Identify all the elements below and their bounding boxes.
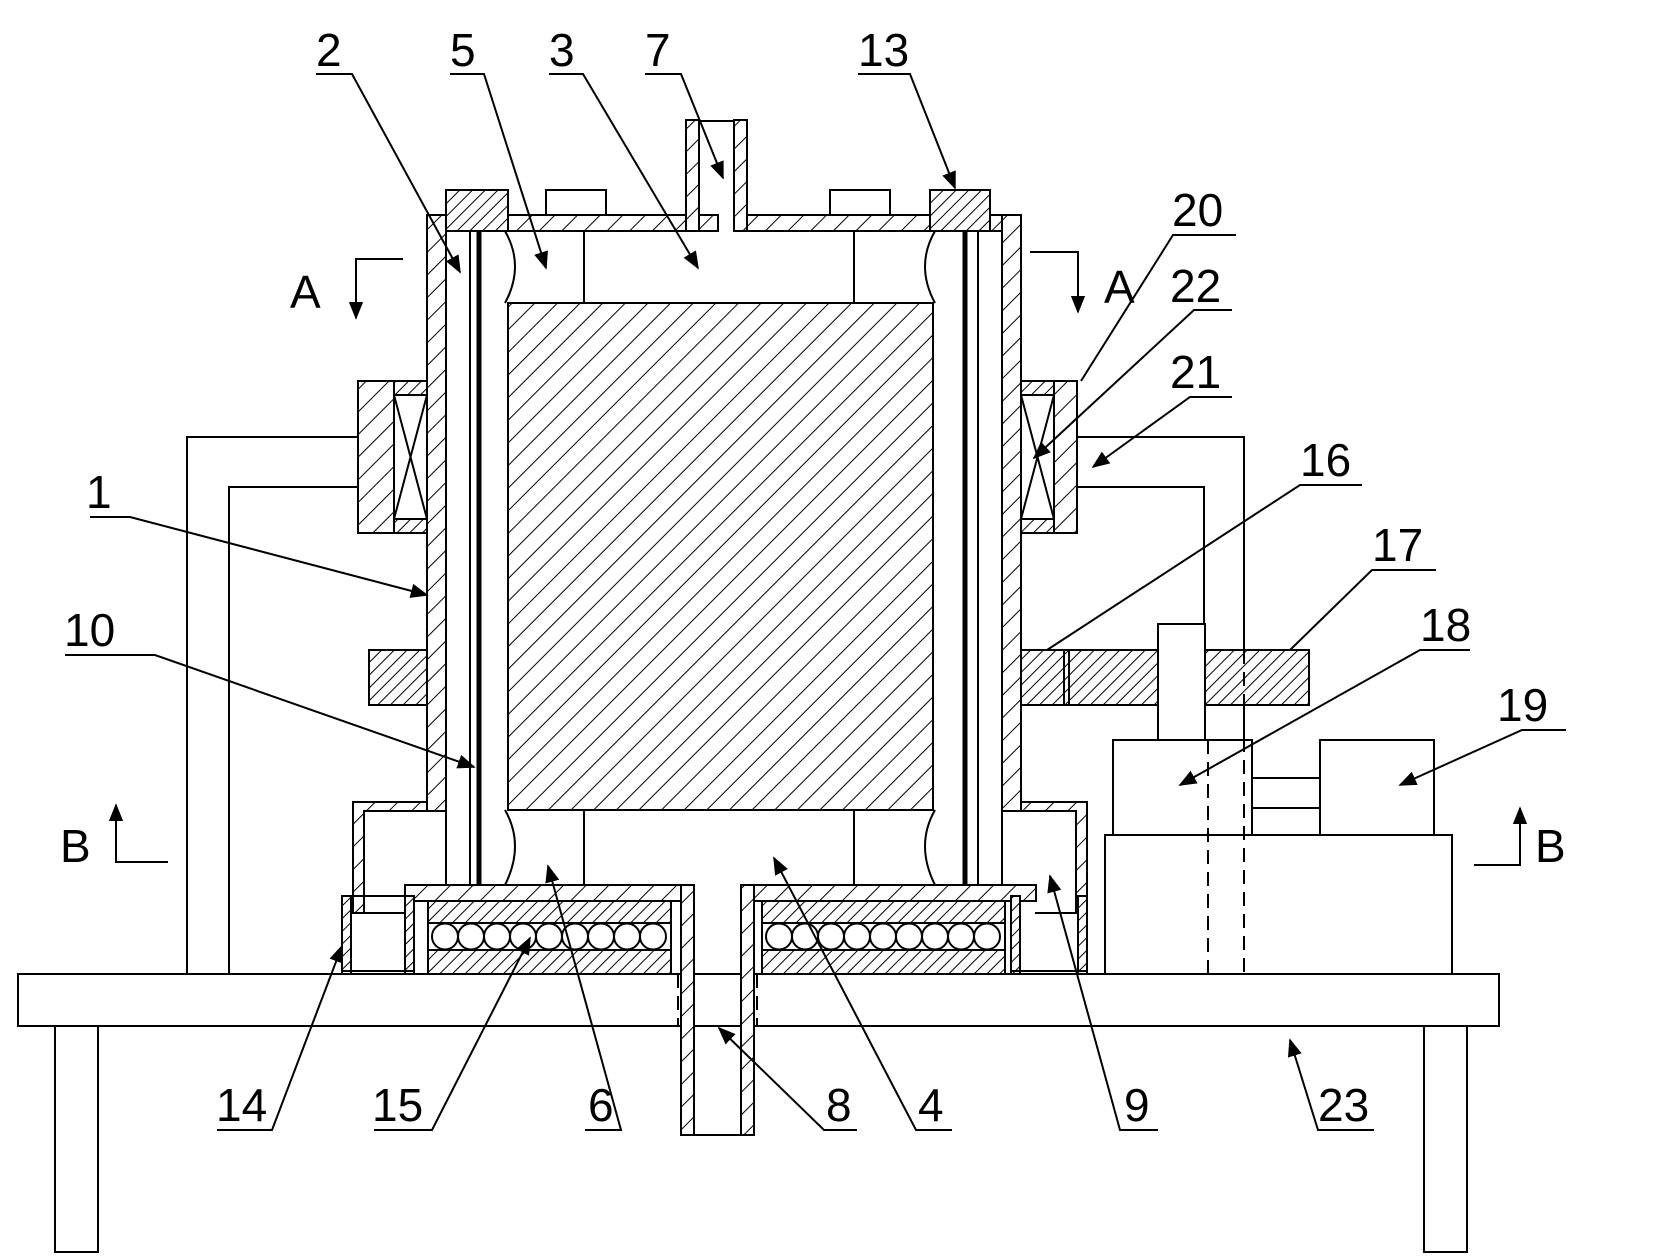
- bottom-plate: [404, 884, 1037, 1136]
- base-table: [17, 973, 1500, 1253]
- label-18: 18: [1420, 599, 1471, 651]
- leaders: [65, 73, 1566, 1131]
- label-15: 15: [372, 1079, 423, 1131]
- bearing-right: [761, 900, 1006, 975]
- bearing-ball: [817, 922, 845, 951]
- label-8: 8: [826, 1079, 852, 1131]
- section-a-left: A: [290, 266, 321, 318]
- bearing-ball: [869, 922, 897, 951]
- label-22: 22: [1170, 260, 1221, 312]
- core-block: [507, 302, 934, 811]
- bearing-ball: [483, 922, 511, 951]
- label-1: 1: [86, 466, 112, 518]
- bearing-ball: [947, 922, 975, 951]
- section-b-right: B: [1535, 820, 1566, 872]
- part-labels: 2 5 3 7 13 20 22 21 16 17 18 19 1 10 14 …: [64, 24, 1548, 1131]
- label-10: 10: [64, 604, 115, 656]
- label-19: 19: [1497, 679, 1548, 731]
- label-14: 14: [216, 1079, 267, 1131]
- label-13: 13: [858, 24, 909, 76]
- bearing-left: [427, 900, 672, 975]
- label-2: 2: [316, 24, 342, 76]
- label-20: 20: [1172, 184, 1223, 236]
- bearing-ball: [895, 922, 923, 951]
- magnet-coil-right: [1020, 380, 1078, 534]
- label-21: 21: [1170, 346, 1221, 398]
- label-3: 3: [549, 24, 575, 76]
- section-a-right: A: [1104, 261, 1135, 313]
- label-17: 17: [1372, 519, 1423, 571]
- magnet-coil-left: [357, 380, 428, 534]
- label-4: 4: [918, 1079, 944, 1131]
- bearing-ball: [973, 922, 1001, 951]
- label-16: 16: [1300, 434, 1351, 486]
- label-7: 7: [645, 24, 671, 76]
- bearing-ball: [613, 922, 641, 951]
- inner-liners: [445, 230, 1003, 886]
- label-6: 6: [588, 1079, 614, 1131]
- label-5: 5: [450, 24, 476, 76]
- bearing-ball: [921, 922, 949, 951]
- motor-assembly: [1104, 623, 1453, 975]
- bearing-ball: [535, 922, 563, 951]
- label-23: 23: [1318, 1079, 1369, 1131]
- bearing-ball: [509, 922, 537, 951]
- section-b-left: B: [60, 820, 91, 872]
- label-9: 9: [1124, 1079, 1150, 1131]
- bearing-ball: [587, 922, 615, 951]
- bearing-ball: [457, 922, 485, 951]
- guide-rails: [341, 895, 1088, 975]
- bearing-ball: [843, 922, 871, 951]
- bearing-ball: [765, 922, 793, 951]
- bearing-ball: [639, 922, 667, 951]
- bearing-ball: [431, 922, 459, 951]
- outer-housing: [426, 119, 1022, 812]
